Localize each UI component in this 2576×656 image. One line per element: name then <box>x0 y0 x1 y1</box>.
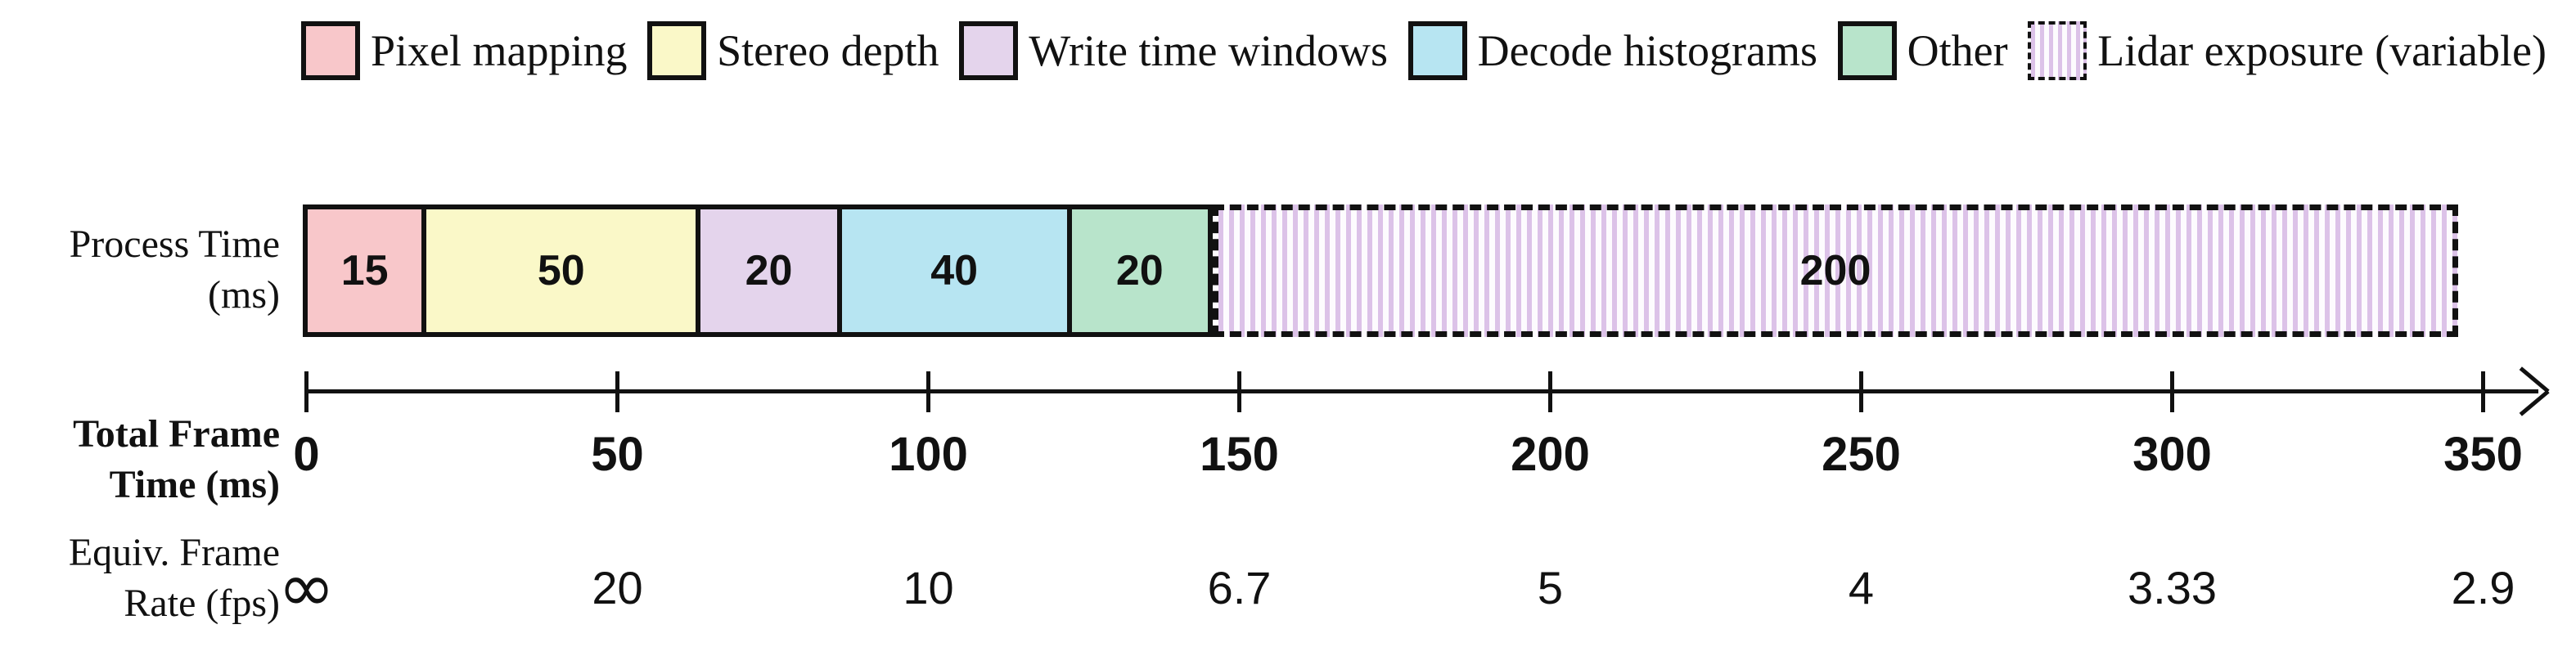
equiv-frame-label-line1: Equiv. Frame <box>68 531 280 574</box>
process-time-row-label-line1: Process Time <box>69 222 280 266</box>
frame-rate-value: 5 <box>1537 561 1564 613</box>
axis-tick-label: 200 <box>1511 428 1590 481</box>
axis-tick-label: 50 <box>591 428 644 481</box>
legend-swatch-icon <box>647 21 707 80</box>
axis-tick-label: 100 <box>889 428 968 481</box>
legend-item-label: Decode histograms <box>1477 26 1817 75</box>
legend-swatch-icon <box>2028 21 2087 80</box>
legend-item: Other <box>1837 21 2008 80</box>
axis-tick <box>2481 371 2485 412</box>
legend: Pixel mapping Stereo depth Write time wind… <box>301 16 2547 85</box>
frame-rate-value: 4 <box>1848 561 1875 613</box>
axis-tick <box>1859 371 1863 412</box>
legend-item: Stereo depth <box>647 21 939 80</box>
axis-tick <box>615 371 619 412</box>
bar-segment: 20 <box>700 209 842 332</box>
bar-segment-value: 15 <box>340 247 389 294</box>
axis-tick-label: 300 <box>2132 428 2212 481</box>
axis-tick-label: 0 <box>293 428 320 481</box>
equiv-frame-rate-row-label: Equiv. Frame Rate (fps) <box>0 528 280 629</box>
legend-item: Lidar exposure (variable) <box>2028 21 2547 80</box>
legend-swatch-icon <box>1407 21 1467 80</box>
process-time-row-label: Process Time (ms) <box>0 219 280 321</box>
legend-item: Pixel mapping <box>301 21 627 80</box>
axis-tick-label: 150 <box>1200 428 1279 481</box>
legend-swatch-icon <box>1837 21 1897 80</box>
equiv-frame-label-line2: Rate (fps) <box>124 582 280 625</box>
bar-segment: 50 <box>426 209 701 332</box>
legend-item-label: Stereo depth <box>717 26 939 75</box>
legend-swatch-icon <box>301 21 360 80</box>
axis-tick-label: 350 <box>2443 428 2523 481</box>
total-frame-label-line1: Total Frame <box>73 412 280 456</box>
bar-segment: 40 <box>841 209 1072 332</box>
axis-tick <box>304 371 308 412</box>
axis-tick <box>2170 371 2174 412</box>
lidar-exposure-value: 200 <box>1799 247 1871 294</box>
frame-rate-value: 6.7 <box>1207 561 1272 613</box>
bar-segment-value: 20 <box>1115 247 1164 294</box>
legend-item-label: Other <box>1907 26 2008 75</box>
legend-item: Decode histograms <box>1407 21 1817 80</box>
bar-segment-value: 50 <box>537 247 585 294</box>
axis-tick <box>1237 371 1241 412</box>
axis-tick <box>926 371 930 412</box>
process-time-row-label-line2: (ms) <box>208 273 280 317</box>
axis-arrowhead-icon <box>2519 389 2550 416</box>
legend-swatch-icon <box>959 21 1019 80</box>
process-time-bar: 15 50 20 40 20 <box>303 204 1213 337</box>
bar-segment-value: 20 <box>745 247 793 294</box>
legend-item-label: Lidar exposure (variable) <box>2097 26 2547 75</box>
frame-rate-value: ∞ <box>277 547 336 627</box>
bar-segment: 15 <box>308 209 427 332</box>
axis-tick-label: 250 <box>1822 428 1901 481</box>
time-axis-line <box>304 389 2538 393</box>
total-frame-label-line2: Time (ms) <box>109 463 280 506</box>
frame-rate-value: 2.9 <box>2451 561 2515 613</box>
axis-tick <box>1548 371 1552 412</box>
legend-item-label: Write time windows <box>1029 26 1388 75</box>
legend-item: Write time windows <box>959 21 1388 80</box>
frame-rate-value: 3.33 <box>2128 561 2217 613</box>
bar-segment: 20 <box>1071 209 1208 332</box>
bar-segment-value: 40 <box>930 247 979 294</box>
frame-rate-value: 20 <box>592 561 643 613</box>
lidar-exposure-segment: 200 <box>1213 204 2458 337</box>
total-frame-time-axis-label: Total Frame Time (ms) <box>0 409 280 510</box>
frame-rate-value: 10 <box>903 561 954 613</box>
legend-item-label: Pixel mapping <box>371 26 628 75</box>
